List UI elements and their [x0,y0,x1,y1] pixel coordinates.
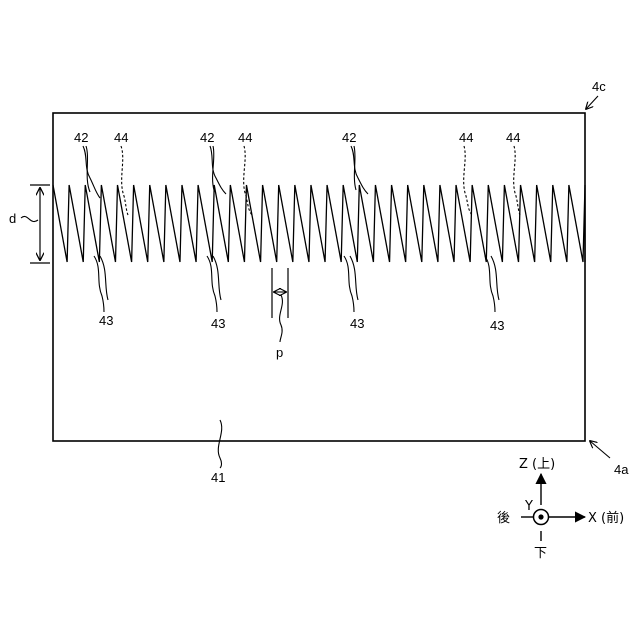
arrow-4c [586,96,598,109]
axis-down-label: 下 [534,546,547,561]
axis-z-label: Z (上) [519,457,555,472]
dim-d-label: d [9,211,16,226]
label-42-1: 42 [74,130,88,145]
label-42-3: 42 [342,130,356,145]
label-41: 41 [211,470,225,485]
label-43-3: 43 [350,316,364,331]
label-4c: 4c [592,79,606,94]
dimension-d [21,185,50,263]
axis-y-label: Y [524,499,533,514]
substrate-body [53,113,585,441]
label-43-2: 43 [211,316,225,331]
label-42-2: 42 [200,130,214,145]
arrow-4a [590,441,610,458]
axis-back-label: 後 [497,511,510,526]
sawtooth-grating [53,185,585,262]
label-43-4: 43 [490,318,504,333]
dimension-p [272,268,288,342]
leaders-42 [83,146,368,198]
label-44-2: 44 [238,130,252,145]
leaders-43 [94,256,499,312]
label-43-1: 43 [99,313,113,328]
label-44-3: 44 [459,130,473,145]
label-4a: 4a [614,462,629,477]
dim-p-label: p [276,345,283,360]
leader-41 [218,420,221,468]
label-44-1: 44 [114,130,128,145]
label-44-4: 44 [506,130,520,145]
axis-x-label: X (前) [588,510,624,526]
